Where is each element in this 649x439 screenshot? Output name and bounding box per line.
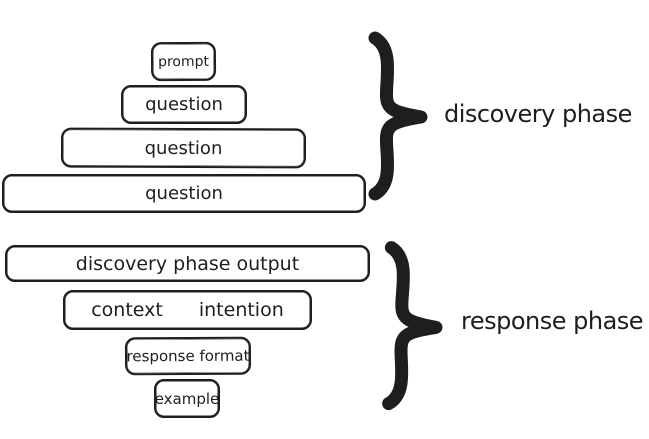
box-example-label: example <box>154 389 220 408</box>
box-example: example <box>154 379 220 418</box>
curly-brace-icon <box>368 31 428 201</box>
box-prompt: prompt <box>150 41 217 82</box>
box-question-2: question <box>60 127 307 169</box>
box-response-format: response format <box>124 336 252 376</box>
intention-label: intention <box>198 299 284 321</box>
box-context-intention: context intention <box>63 290 312 330</box>
box-question-3-label: question <box>145 183 223 204</box>
curly-brace-icon <box>382 241 443 411</box>
box-question-1-label: question <box>145 94 223 115</box>
box-discovery-phase-output-label: discovery phase output <box>75 252 300 275</box>
discovery-phase-label: discovery phase <box>444 100 632 128</box>
box-response-format-label: response format <box>126 346 250 366</box>
response-phase-label: response phase <box>461 307 644 335</box>
box-question-3: question <box>2 174 366 213</box>
box-discovery-phase-output: discovery phase output <box>5 245 370 282</box>
box-prompt-label: prompt <box>157 53 210 70</box>
box-question-1: question <box>121 85 247 124</box>
box-question-2-label: question <box>144 137 223 159</box>
context-label: context <box>91 299 163 321</box>
